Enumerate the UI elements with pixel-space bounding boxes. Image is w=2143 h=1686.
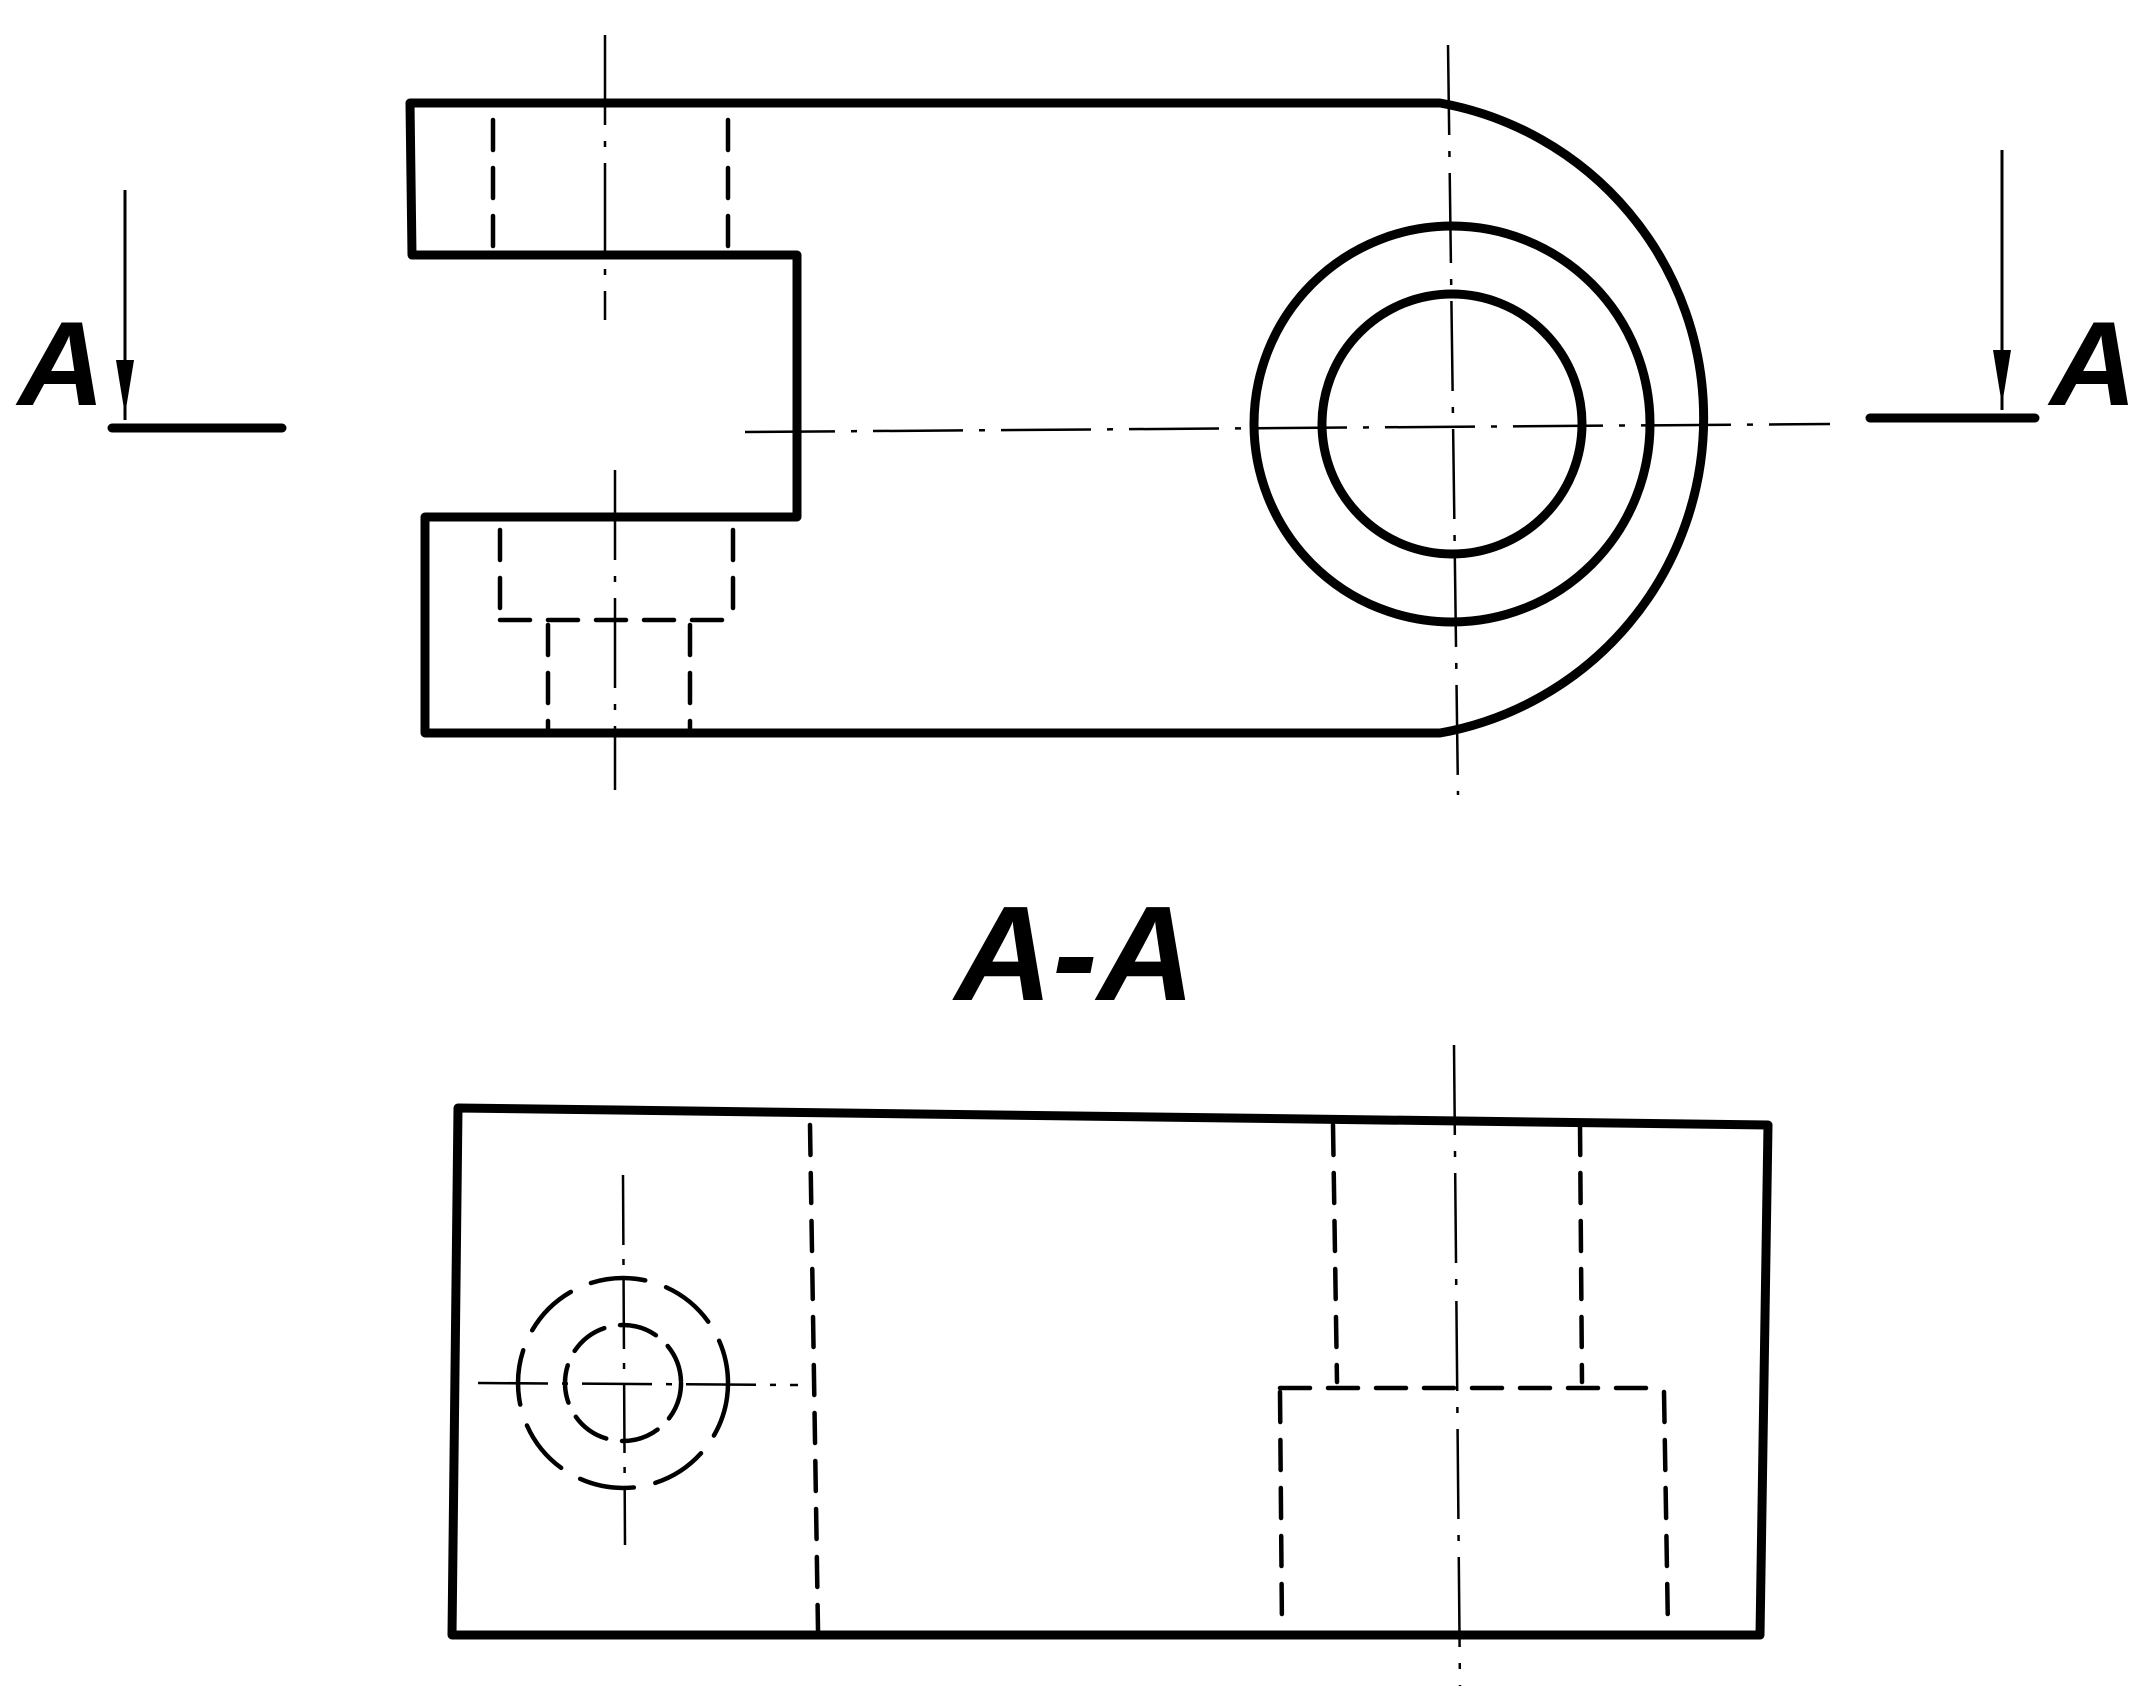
hidden-line-slot-edge: [807, 1122, 821, 1633]
center-line-horizontal: [744, 422, 1831, 434]
center-line-section-bore: [1452, 1044, 1462, 1686]
section-view-outline: [447, 1103, 1773, 1640]
cut-label-left: A: [15, 297, 105, 431]
section-title: A-A: [952, 878, 1195, 1029]
cut-label-right: A: [2047, 297, 2137, 431]
hole-end-view: [477, 1174, 799, 1546]
hidden-line-boss-right: [1661, 1389, 1671, 1633]
hidden-line-bore-right: [1577, 1122, 1585, 1385]
bore-circle: [1317, 289, 1587, 559]
center-line-hole-vertical: [621, 1174, 627, 1546]
cut-arrow-right-head: [1993, 350, 2011, 405]
cut-marker-left: A: [15, 190, 287, 433]
hidden-line-boss-left: [1277, 1389, 1285, 1633]
section-view: [447, 1044, 1773, 1686]
hidden-line-bore-left: [1330, 1122, 1340, 1385]
cut-arrow-left-head: [116, 360, 134, 415]
boss-outer-circle: [1249, 221, 1655, 627]
center-line-bore-vertical: [1446, 44, 1460, 796]
top-view-outline: [405, 98, 1709, 738]
cut-marker-right: A: [1865, 150, 2137, 431]
top-view: [405, 35, 1831, 796]
center-line-hole-horizontal: [477, 1381, 799, 1387]
